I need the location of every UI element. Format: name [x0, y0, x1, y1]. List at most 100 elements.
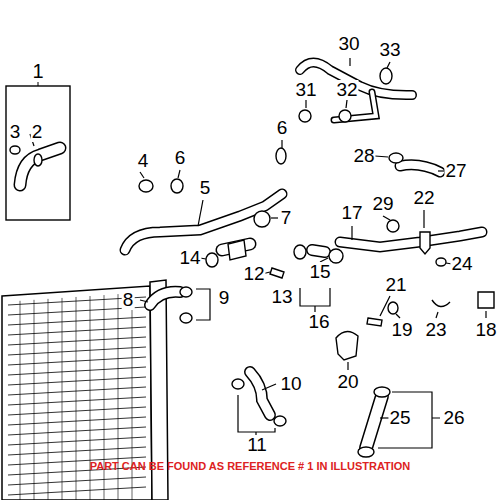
- leader-line: [438, 170, 444, 171]
- hose: [312, 250, 325, 252]
- leader-line: [238, 395, 275, 436]
- fin: [8, 447, 146, 455]
- hose: [250, 372, 270, 415]
- leader-line: [351, 226, 352, 240]
- fin: [48, 299, 49, 500]
- callout-number: 8: [122, 290, 135, 310]
- caption-note: PART CAN BE FOUND AS REFERENCE # 1 IN IL…: [0, 460, 500, 472]
- leader-line: [347, 362, 348, 370]
- leader-line: [380, 296, 390, 316]
- leader-line: [436, 312, 438, 318]
- callout-number: 4: [137, 151, 150, 171]
- fin: [8, 357, 146, 365]
- fin: [8, 327, 146, 335]
- callout-number: 22: [412, 188, 435, 208]
- hose: [340, 232, 482, 247]
- clamp: [274, 416, 286, 426]
- hose-outline: [340, 232, 482, 247]
- thermostat-housing: [336, 331, 358, 360]
- leader-line: [178, 170, 180, 178]
- fin: [8, 317, 146, 325]
- leader-line: [281, 140, 282, 148]
- clamp: [329, 249, 343, 263]
- fin: [8, 407, 146, 415]
- hose: [20, 148, 60, 185]
- leader-line: [305, 100, 306, 108]
- clip: [432, 300, 450, 307]
- fin: [8, 387, 146, 395]
- leader-line: [378, 392, 440, 448]
- callout-number: 5: [199, 178, 212, 198]
- leader-line: [396, 314, 400, 318]
- fin: [62, 298, 63, 500]
- callout-number: 1: [5, 60, 71, 82]
- hose-outline: [250, 372, 270, 415]
- clamp: [388, 302, 398, 314]
- leader-line: [262, 384, 276, 390]
- callout-number: 21: [384, 275, 407, 295]
- leader-line: [38, 82, 39, 86]
- fin: [8, 337, 146, 345]
- fin: [8, 347, 146, 355]
- clamp: [171, 179, 183, 193]
- leader-line: [346, 100, 347, 108]
- hose-outline: [312, 250, 325, 252]
- callout-number: 11: [246, 435, 268, 455]
- illustration: [2, 58, 494, 500]
- bolt: [270, 268, 284, 278]
- clamp: [10, 146, 20, 154]
- clamp: [387, 220, 399, 232]
- flange: [228, 240, 246, 260]
- fin: [8, 417, 146, 425]
- fin: [8, 427, 146, 435]
- hose-outline: [400, 165, 440, 172]
- leader-line: [140, 300, 148, 302]
- fin: [8, 367, 146, 375]
- callout-number: 30: [337, 34, 360, 54]
- callout-number: 26: [442, 408, 465, 428]
- fin: [20, 301, 21, 500]
- hose: [150, 292, 180, 305]
- temp-sensor: [420, 232, 430, 254]
- callout-number: 27: [444, 161, 467, 181]
- callout-number: 32: [335, 80, 358, 100]
- callout-number: 29: [371, 194, 394, 214]
- clamp: [206, 253, 218, 267]
- callout-number: 6: [276, 118, 289, 138]
- clamp: [180, 313, 192, 323]
- fin: [8, 437, 146, 445]
- leader-line: [300, 288, 330, 312]
- fin: [8, 397, 146, 405]
- callout-number: 18: [474, 320, 497, 340]
- callout-number: 7: [280, 208, 293, 228]
- clamp: [389, 153, 403, 163]
- clamp: [180, 287, 192, 297]
- callout-number: 14: [178, 248, 201, 268]
- clamp: [358, 447, 374, 457]
- callout-number: 24: [450, 254, 473, 274]
- callout-number: 10: [279, 374, 302, 394]
- fin: [34, 300, 35, 500]
- callout-number: 9: [218, 288, 231, 308]
- fin: [76, 297, 77, 500]
- clamp: [232, 379, 244, 389]
- leader-line: [271, 217, 278, 218]
- leader-line: [387, 62, 390, 68]
- hose-outline: [366, 396, 382, 448]
- callout-number: 28: [352, 146, 375, 166]
- callout-number: 31: [294, 80, 317, 100]
- bolt: [367, 318, 382, 326]
- callout-number: 13: [270, 287, 293, 307]
- clamp: [436, 258, 446, 266]
- clamp: [139, 180, 153, 192]
- hose-outline: [125, 194, 282, 250]
- callout-number: 2: [31, 122, 44, 142]
- leader-line: [375, 156, 388, 157]
- clamp: [276, 148, 286, 164]
- fin: [8, 477, 146, 485]
- group-frame: [6, 86, 70, 220]
- hose: [400, 165, 440, 172]
- callout-number: 12: [242, 264, 265, 284]
- clamp: [374, 387, 390, 397]
